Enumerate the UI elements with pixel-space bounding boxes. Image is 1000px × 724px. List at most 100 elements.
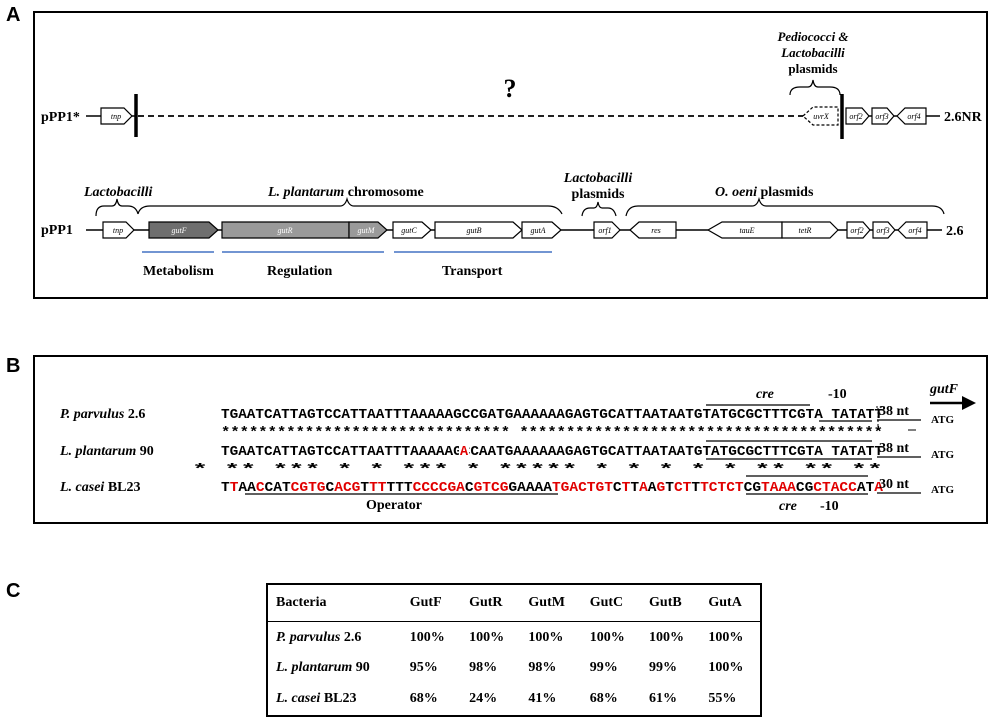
gene-label-res: res xyxy=(651,226,660,235)
strain-label-2-6: 2.6 xyxy=(946,224,964,239)
start-codon-ppar: ATG xyxy=(931,414,954,426)
sequence-segment-divergent: G xyxy=(657,481,666,496)
gene-label-gutm: gutM xyxy=(358,226,376,235)
sequence-segment: C xyxy=(465,481,474,496)
minus10-label-bottom: -10 xyxy=(820,499,839,514)
sequence-segment-divergent: A xyxy=(874,481,884,496)
sequence-segment-divergent: C xyxy=(256,481,265,496)
row-species: L. casei BL23 xyxy=(276,691,357,707)
gene-label-tnp-row2: tnp xyxy=(113,226,123,235)
mismatch-base-lpla: A xyxy=(460,445,469,460)
gene-label-tnp-row1: tnp xyxy=(111,112,121,121)
table-cell: 24% xyxy=(469,691,498,707)
group-label-chromosome: L. plantarum chromosome xyxy=(267,185,424,200)
gene-gutb xyxy=(434,221,523,239)
gene-label-gutr: gutR xyxy=(277,226,292,235)
function-label-regulation: Regulation xyxy=(267,264,333,279)
function-label-transport: Transport xyxy=(442,264,503,279)
header-gutm: GutM xyxy=(520,584,582,622)
brace-oeni-plasmids xyxy=(625,196,945,217)
header-guta: GutA xyxy=(700,584,761,622)
gene-tetr xyxy=(781,221,839,239)
panel-letter-c: C xyxy=(6,580,21,602)
table-cell: 68% xyxy=(409,691,438,707)
sequence-segment: A xyxy=(648,481,658,496)
brace-pediococci xyxy=(789,79,841,96)
table-row: L. plantarum 90 95% 98% 98% 99% 99% 100% xyxy=(267,653,761,684)
minus10-label-top: -10 xyxy=(828,387,847,402)
table-cell: 99% xyxy=(589,660,618,676)
sequence-segment: T xyxy=(665,481,674,496)
panel-letter-b: B xyxy=(6,355,21,377)
gene-label-taue: tauE xyxy=(739,226,754,235)
spacer-lcas: 30 nt xyxy=(879,477,909,492)
spacer-lpla: 38 nt xyxy=(879,441,909,456)
gene-orf3-row2 xyxy=(872,221,896,239)
header-bacteria: Bacteria xyxy=(267,584,402,622)
sequence-segment-divergent: ACG xyxy=(334,481,360,496)
sequence-segment: AA xyxy=(238,481,256,496)
gene-label-uvrx: uvrX xyxy=(813,112,830,121)
header-gutb: GutB xyxy=(641,584,701,622)
header-pediococci: Pediococci & xyxy=(777,29,848,44)
gene-uvrx xyxy=(802,106,839,126)
table-cell: 100% xyxy=(589,629,625,645)
sequence-segment-divergent: CCCCGA xyxy=(413,481,466,496)
table-cell: 99% xyxy=(649,660,678,676)
sequence-segment: CG xyxy=(796,481,813,496)
gene-tnp-row1 xyxy=(100,107,133,125)
sequence-lpla: TGAATCATTAGTCCATTAATTTAAAAAGCCAATGAAAAAA… xyxy=(221,445,883,460)
table-cell: 100% xyxy=(649,629,685,645)
sequence-segment-divergent: TGACTGT xyxy=(552,481,613,496)
table-row: P. parvulus 2.6 100% 100% 100% 100% 100%… xyxy=(267,622,761,654)
group-label-lactobacilli-plasmids-1: Lactobacilli xyxy=(563,171,633,186)
header-lactobacilli-row1: Lactobacilli xyxy=(780,45,845,60)
sequence-segment-divergent: TAAA xyxy=(761,481,797,496)
gene-tnp-row2 xyxy=(102,221,135,239)
sequence-segment: C xyxy=(613,481,622,496)
panel-a-frame xyxy=(33,11,988,299)
gene-orf1 xyxy=(593,221,621,239)
gene-label-gutf: gutF xyxy=(171,226,186,235)
mismatch-mask xyxy=(459,443,469,457)
spacer-ppar: 38 nt xyxy=(879,404,909,419)
header-plasmids-row1: plasmids xyxy=(788,61,837,76)
table-cell: 100% xyxy=(708,629,744,645)
strain-label-2-6nr: 2.6NR xyxy=(944,110,983,125)
gene-label-gutc: gutC xyxy=(401,226,417,235)
group-label-lactobacilli: Lactobacilli xyxy=(83,185,153,200)
species-lcas: L. casei BL23 xyxy=(59,480,141,495)
table-header-row: Bacteria GutF GutR GutM GutC GutB GutA xyxy=(267,584,761,622)
gene-label-guta: gutA xyxy=(530,226,545,235)
sequence-segment-divergent: CTACC xyxy=(813,481,857,496)
sequence-segment-divergent: TCTCT xyxy=(700,481,744,496)
sequence-segment: T xyxy=(691,481,700,496)
start-codon-lpla: ATG xyxy=(931,449,954,461)
header-gutc: GutC xyxy=(581,584,642,622)
species-ppar: P. parvulus 2.6 xyxy=(60,407,145,422)
gene-gutc xyxy=(392,221,432,239)
table-cell: 98% xyxy=(469,660,498,676)
gene-label-orf4-row1: orf4 xyxy=(907,112,920,121)
gene-gutm xyxy=(348,221,388,239)
panel-letter-a: A xyxy=(6,4,21,26)
gene-gutf xyxy=(148,221,219,239)
sequence-segment: T xyxy=(630,481,639,496)
plasmid-label-ppp1: pPP1 xyxy=(41,223,73,238)
species-lpla: L. plantarum 90 xyxy=(59,444,154,459)
gene-label-orf3-row2: orf3 xyxy=(876,226,889,235)
sequence-segment: T xyxy=(360,481,369,496)
plasmid-label-ppp1-star: pPP1* xyxy=(41,110,80,125)
sequence-segment: CAT xyxy=(265,481,291,496)
sequence-segment-divergent: T xyxy=(230,481,239,496)
header-gutf: GutF xyxy=(401,584,462,622)
sequence-segment: AT xyxy=(857,481,874,496)
row-species: P. parvulus 2.6 xyxy=(276,629,362,645)
gene-arrow-label-gutf: gutF xyxy=(929,382,959,397)
gene-label-orf2-row1: orf2 xyxy=(849,112,862,121)
table-cell: 100% xyxy=(469,629,505,645)
table-row: L. casei BL23 68% 24% 41% 68% 61% 55% xyxy=(267,684,761,716)
table-cell: 68% xyxy=(589,691,618,707)
brace-lactobacilli-plasmids xyxy=(581,201,617,217)
